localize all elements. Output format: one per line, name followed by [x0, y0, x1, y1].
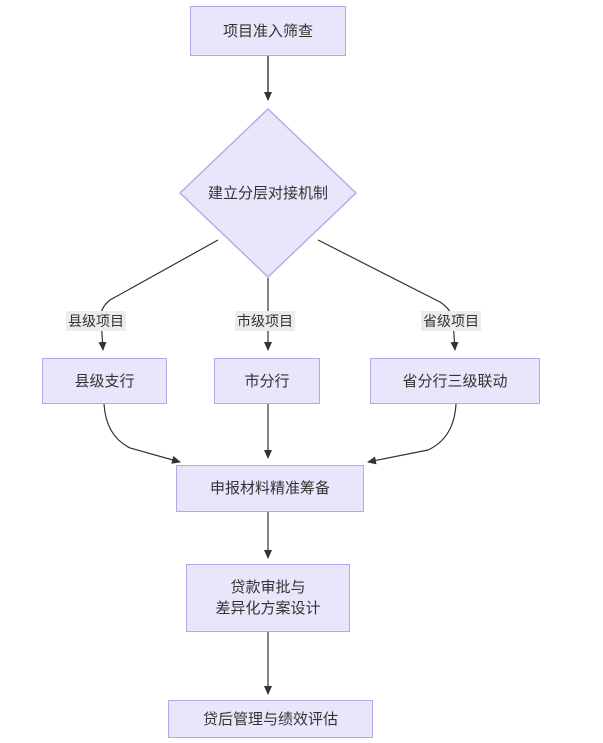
node-loan-approval-and-differentiated-design[interactable]: 贷款审批与 差异化方案设计: [186, 564, 350, 632]
node-city-branch[interactable]: 市分行: [214, 358, 320, 404]
diamond-shape: [179, 108, 357, 278]
node-label-wrapper: 建立分层对接机制: [179, 108, 357, 278]
node-label: 建立分层对接机制: [207, 184, 328, 202]
node-label: 贷款审批与 差异化方案设计: [215, 579, 321, 617]
node-label: 申报材料精准筹备: [209, 480, 330, 497]
edge-n5-n6: [367, 403, 457, 465]
node-provincial-branch-three-tier[interactable]: 省分行三级联动: [370, 358, 540, 404]
node-label: 省分行三级联动: [402, 372, 508, 390]
node-label: 项目准入筛查: [222, 22, 313, 40]
edge-label-city-project: 市级项目: [235, 311, 295, 331]
edge-label-provincial-project: 省级项目: [421, 311, 481, 331]
node-label: 贷后管理与绩效评估: [202, 710, 338, 728]
node-post-loan-management-and-performance[interactable]: 贷后管理与绩效评估: [168, 700, 373, 738]
node-label: 市分行: [244, 372, 290, 390]
edge-n3-n6: [103, 403, 181, 464]
node-project-entry-screening[interactable]: 项目准入筛查: [190, 6, 346, 56]
decision-tiered-liaison-mechanism[interactable]: 建立分层对接机制: [179, 108, 357, 278]
node-label: 县级支行: [74, 372, 135, 390]
node-application-materials-preparation[interactable]: 申报材料精准筹备: [176, 465, 364, 512]
node-county-sub-branch[interactable]: 县级支行: [42, 358, 167, 404]
edge-label-county-project: 县级项目: [66, 311, 126, 331]
